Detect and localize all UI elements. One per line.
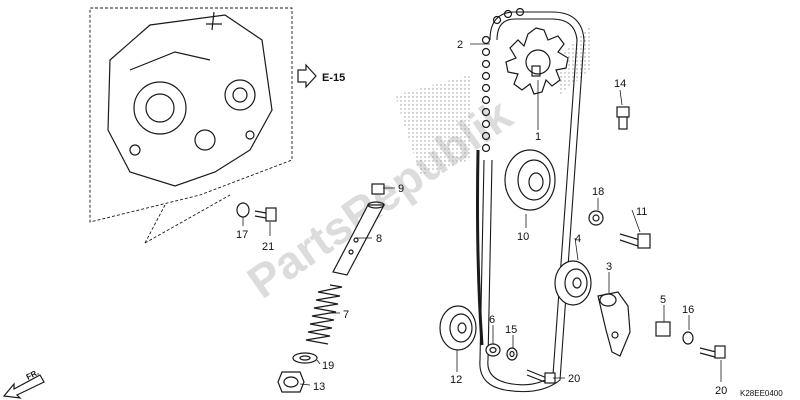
tensioner-pipe-8 xyxy=(332,201,385,276)
leader-lines xyxy=(242,43,722,386)
callout-19: 19 xyxy=(322,360,334,372)
callout-6: 6 xyxy=(489,314,495,326)
cap-9 xyxy=(371,183,385,195)
bolt-11 xyxy=(619,233,651,249)
callout-18: 18 xyxy=(592,186,604,198)
callout-17: 17 xyxy=(236,229,248,241)
callout-20-left: 20 xyxy=(568,373,580,385)
bolt-13 xyxy=(277,371,305,393)
cam-chain xyxy=(479,7,585,393)
chain-links xyxy=(481,7,525,153)
callout-21: 21 xyxy=(262,241,274,253)
callout-11: 11 xyxy=(636,206,647,218)
washer-17 xyxy=(236,202,250,218)
callout-8: 8 xyxy=(376,233,382,245)
callout-1: 1 xyxy=(535,131,541,143)
callout-14: 14 xyxy=(614,78,626,90)
bolt-21 xyxy=(254,207,277,222)
reference-arrow: E-15 xyxy=(297,63,345,89)
tensioner-bracket-3 xyxy=(597,291,631,357)
callout-4: 4 xyxy=(575,233,581,245)
callout-2: 2 xyxy=(457,39,463,51)
collar-6 xyxy=(485,343,501,357)
collar-18 xyxy=(588,210,604,226)
callout-20-right: 20 xyxy=(715,385,727,397)
crankcase-half xyxy=(107,11,273,187)
callout-16: 16 xyxy=(682,304,694,316)
roller-4 xyxy=(554,260,592,306)
callouts: 2 1 14 4 3 5 16 6 15 20 20 10 18 11 12 9… xyxy=(236,39,727,397)
spring-7 xyxy=(305,284,343,345)
callout-15: 15 xyxy=(505,324,517,336)
diagram-code: K28EE0400 xyxy=(740,389,783,398)
washer-19 xyxy=(292,352,318,364)
callout-5: 5 xyxy=(660,294,666,306)
callout-7: 7 xyxy=(343,309,349,321)
bolt-14 xyxy=(616,106,630,130)
callout-9: 9 xyxy=(398,183,404,195)
bolt-20-right xyxy=(699,345,726,359)
collar-5 xyxy=(655,321,671,337)
reference-label: E-15 xyxy=(322,72,345,84)
roller-12 xyxy=(439,305,477,351)
callout-3: 3 xyxy=(606,261,612,273)
front-marker: FR. xyxy=(2,368,45,399)
callout-13: 13 xyxy=(313,381,325,393)
callout-10: 10 xyxy=(517,231,529,243)
callout-12: 12 xyxy=(450,374,462,386)
shading-left xyxy=(395,75,470,175)
bolt-20-left xyxy=(526,369,556,384)
crankcase-group xyxy=(89,7,293,244)
shading-right xyxy=(555,25,590,95)
washer-15 xyxy=(506,347,518,361)
guide-roller-10 xyxy=(504,149,556,211)
washer-16 xyxy=(682,331,694,345)
